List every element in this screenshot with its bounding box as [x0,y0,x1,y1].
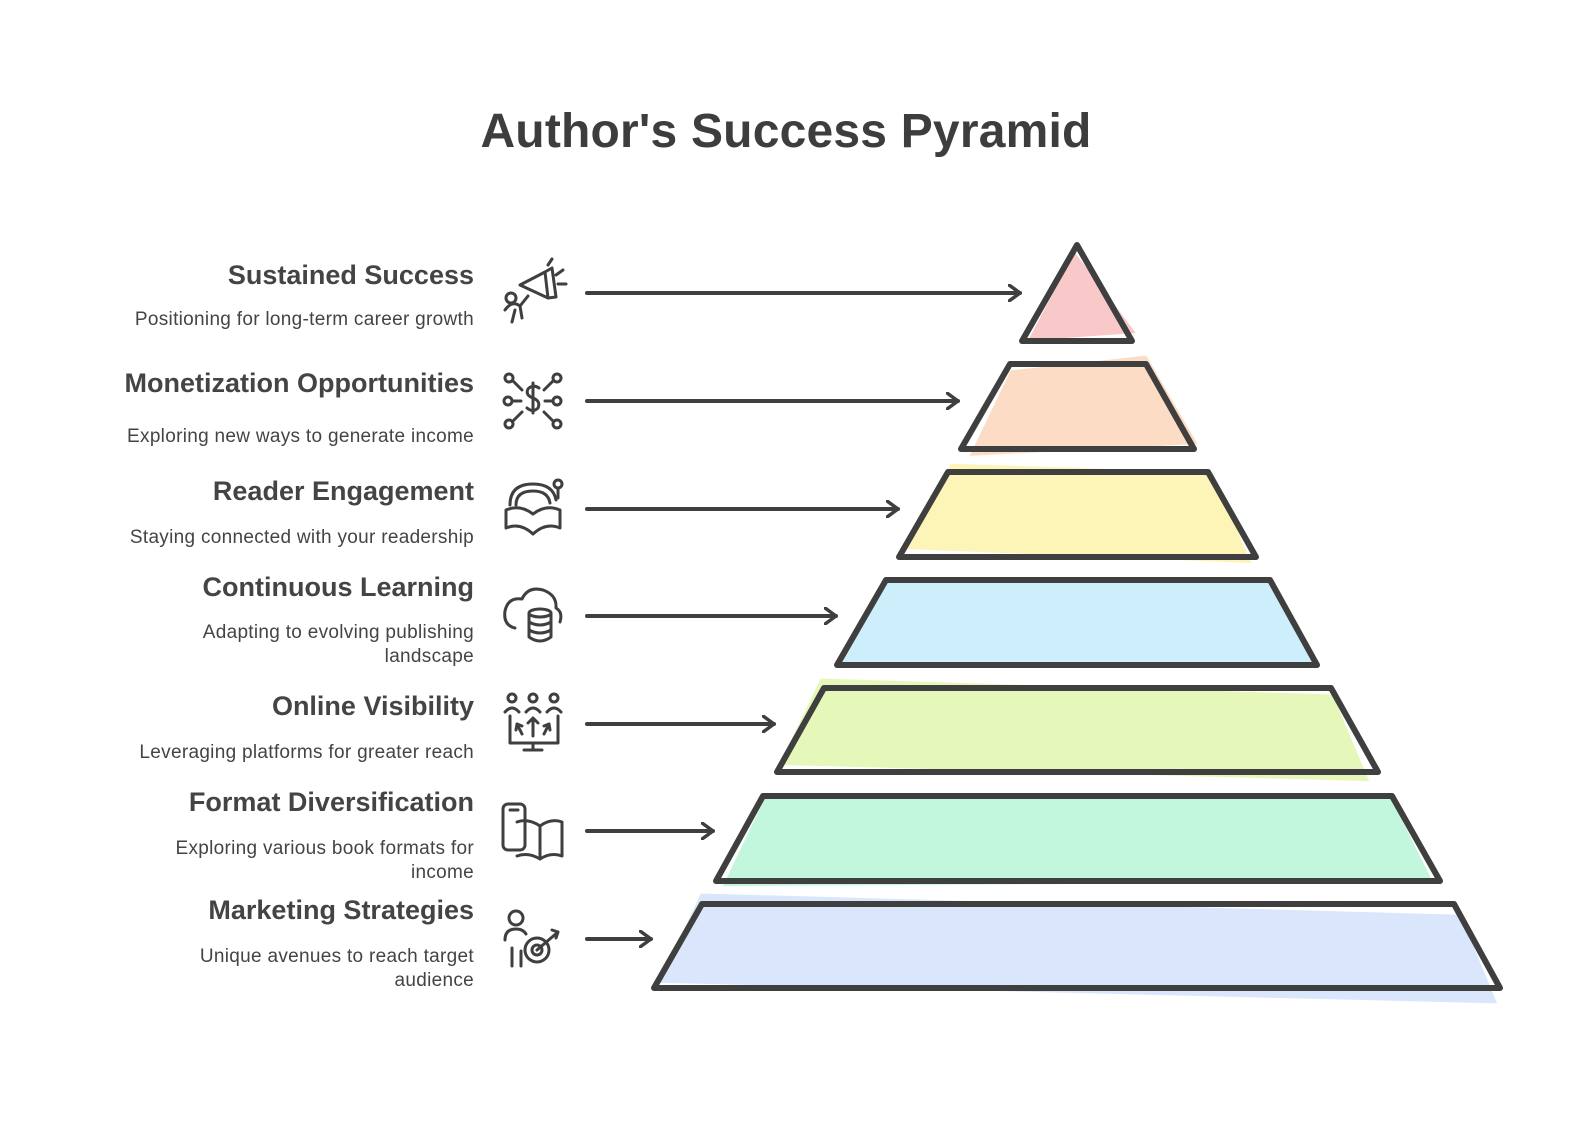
level-outline [834,577,1320,668]
level-description: Exploring new ways to generate income [127,426,474,447]
level-fill [779,678,1370,782]
device-book-icon [501,802,564,861]
level-title: Monetization Opportunities [124,368,474,398]
level-fill [659,893,1498,1004]
level-label-format-diversification: Format Diversification Exploring various… [34,785,475,885]
pyramid-level-online-visibility [585,678,1381,782]
level-fill [1028,252,1136,341]
level-fill [969,355,1198,456]
pyramid-level-format-diversification [585,793,1443,887]
open-book-connection-icon [504,478,564,536]
level-description: Exploring various book formats for incom… [175,838,474,883]
level-label-reader-engagement: Reader Engagement Staying connected with… [34,474,474,550]
pyramid-level-marketing-strategies [585,893,1503,1004]
level-label-sustained-success: Sustained Success Positioning for long-t… [34,258,474,332]
level-outline [651,901,1503,991]
person-target-icon [503,909,560,968]
level-label-continuous-learning: Continuous Learning Adapting to evolving… [34,570,474,669]
cloud-database-icon [503,587,563,643]
level-title: Sustained Success [227,260,474,290]
level-title: Format Diversification [188,787,474,817]
audience-screen-icon [503,692,563,752]
level-outline [896,469,1259,560]
page-title: Author's Success Pyramid [480,105,1092,158]
pyramid-level-continuous-learning [585,577,1320,668]
level-fill [904,463,1252,563]
level-title: Online Visibility [271,691,474,721]
pyramid-level-sustained-success [585,242,1136,344]
level-description: Positioning for long-term career growth [134,309,474,330]
level-label-online-visibility: Online Visibility Leveraging platforms f… [34,689,474,765]
level-title: Reader Engagement [212,476,474,506]
level-description: Staying connected with your readership [129,527,474,548]
dollar-network-icon [502,372,563,430]
level-description: Adapting to evolving publishing landscap… [202,622,474,667]
pyramid-level-monetization-opportunities [585,355,1198,456]
level-outline [774,685,1381,775]
megaphone-person-icon [503,257,568,324]
level-outline [958,361,1197,452]
level-fill [836,578,1315,667]
level-label-monetization-opportunities: Monetization Opportunities Exploring new… [34,366,474,449]
level-title: Marketing Strategies [208,895,474,925]
level-description: Leveraging platforms for greater reach [139,742,474,763]
pyramid-level-reader-engagement [585,463,1259,563]
level-label-marketing-strategies: Marketing Strategies Unique avenues to r… [34,893,474,993]
level-description: Unique avenues to reach target audience [199,946,474,991]
level-fill [722,794,1433,887]
level-title: Continuous Learning [202,572,474,602]
level-outline [713,793,1443,884]
level-outline [1019,242,1135,344]
